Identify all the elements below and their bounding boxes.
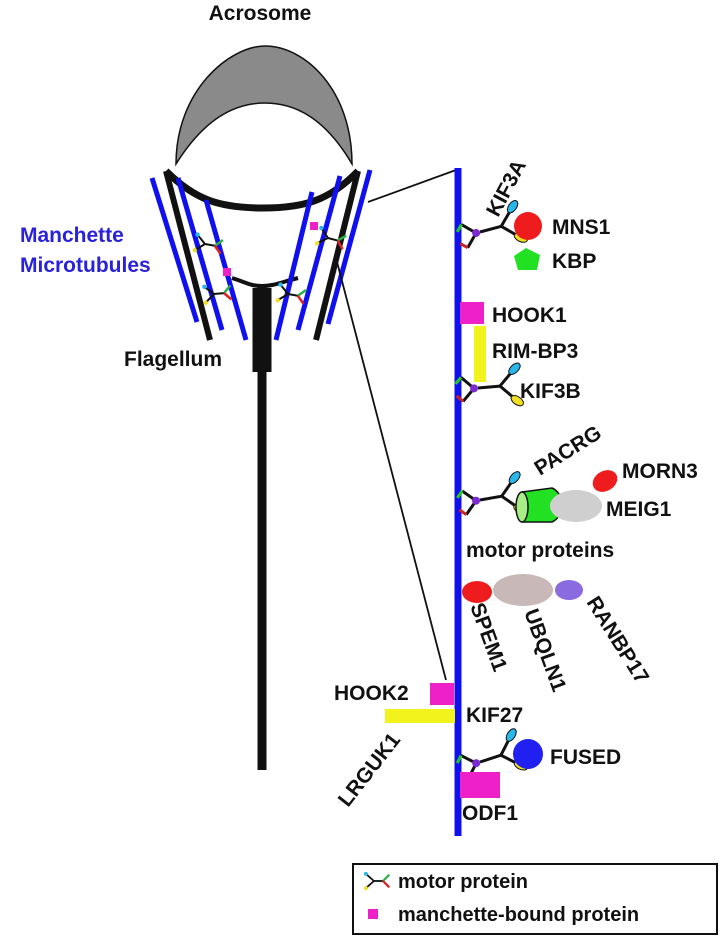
kif3a-label: KIF3A [482,156,531,220]
legend-box [352,863,718,935]
odf1-shape [460,772,500,798]
pacrg-label: PACRG [530,421,605,480]
legend-motor-label: motor protein [398,871,528,893]
manchette-microtubules-right [273,169,373,341]
legend-bound-label: manchette-bound protein [398,904,639,926]
ubqln1-label: UBQLN1 [519,606,570,695]
lrguk1-label: LRGUK1 [334,729,405,811]
pacrg-shape-face [515,491,529,523]
zoom-line-top [367,169,457,203]
manchette-label-line2: Microtubules [20,254,151,277]
manchette-bound-protein-icon [310,222,318,230]
head-left-side [163,170,213,341]
hook1-label: HOOK1 [492,304,567,327]
rimbp3-shape [474,326,486,382]
meig1-shape [550,490,602,522]
nucleus-outline [163,168,361,212]
fused-shape [513,739,543,769]
odf1-label: ODF1 [462,802,518,825]
legend-bound-icon [368,909,378,919]
manchette-microtubules-left [149,177,249,341]
flagellum-label: Flagellum [124,348,222,371]
ranbp17-label: RANBP17 [582,592,653,687]
ubqln1-shape [493,574,553,606]
acrosome-cap [175,45,353,167]
morn3-shape [592,470,618,492]
spem1-label: SPEM1 [465,600,511,675]
manchette-label-line1: Manchette [20,224,124,247]
ranbp17-shape [555,580,583,600]
mns1-label: MNS1 [552,216,611,239]
kbp-label: KBP [552,250,596,273]
kbp-shape [514,248,540,270]
kif27-label: KIF27 [466,704,523,727]
kif3b-label: KIF3B [520,380,581,403]
hook1-shape [460,302,484,324]
zoom-line-bottom [335,257,447,681]
meig1-label: MEIG1 [606,498,672,521]
hook2-shape [430,683,454,705]
legend: motor protein manchette-bound protein [352,863,718,935]
fused-label: FUSED [550,746,621,769]
kif3b-motor-icon [452,359,528,415]
rimbp3-label: RIM-BP3 [492,340,578,363]
head-right-side [313,170,361,341]
lrguk1-shape [385,709,455,723]
acrosome-label: Acrosome [209,2,312,25]
motor-protein-icon [200,281,234,307]
mns1-shape [514,212,542,240]
morn3-label: MORN3 [622,460,698,483]
motor-proteins-label: motor proteins [466,539,614,562]
hook2-label: HOOK2 [334,682,409,705]
manchette-bound-protein-icon [223,268,231,276]
spem1-shape [462,581,492,603]
